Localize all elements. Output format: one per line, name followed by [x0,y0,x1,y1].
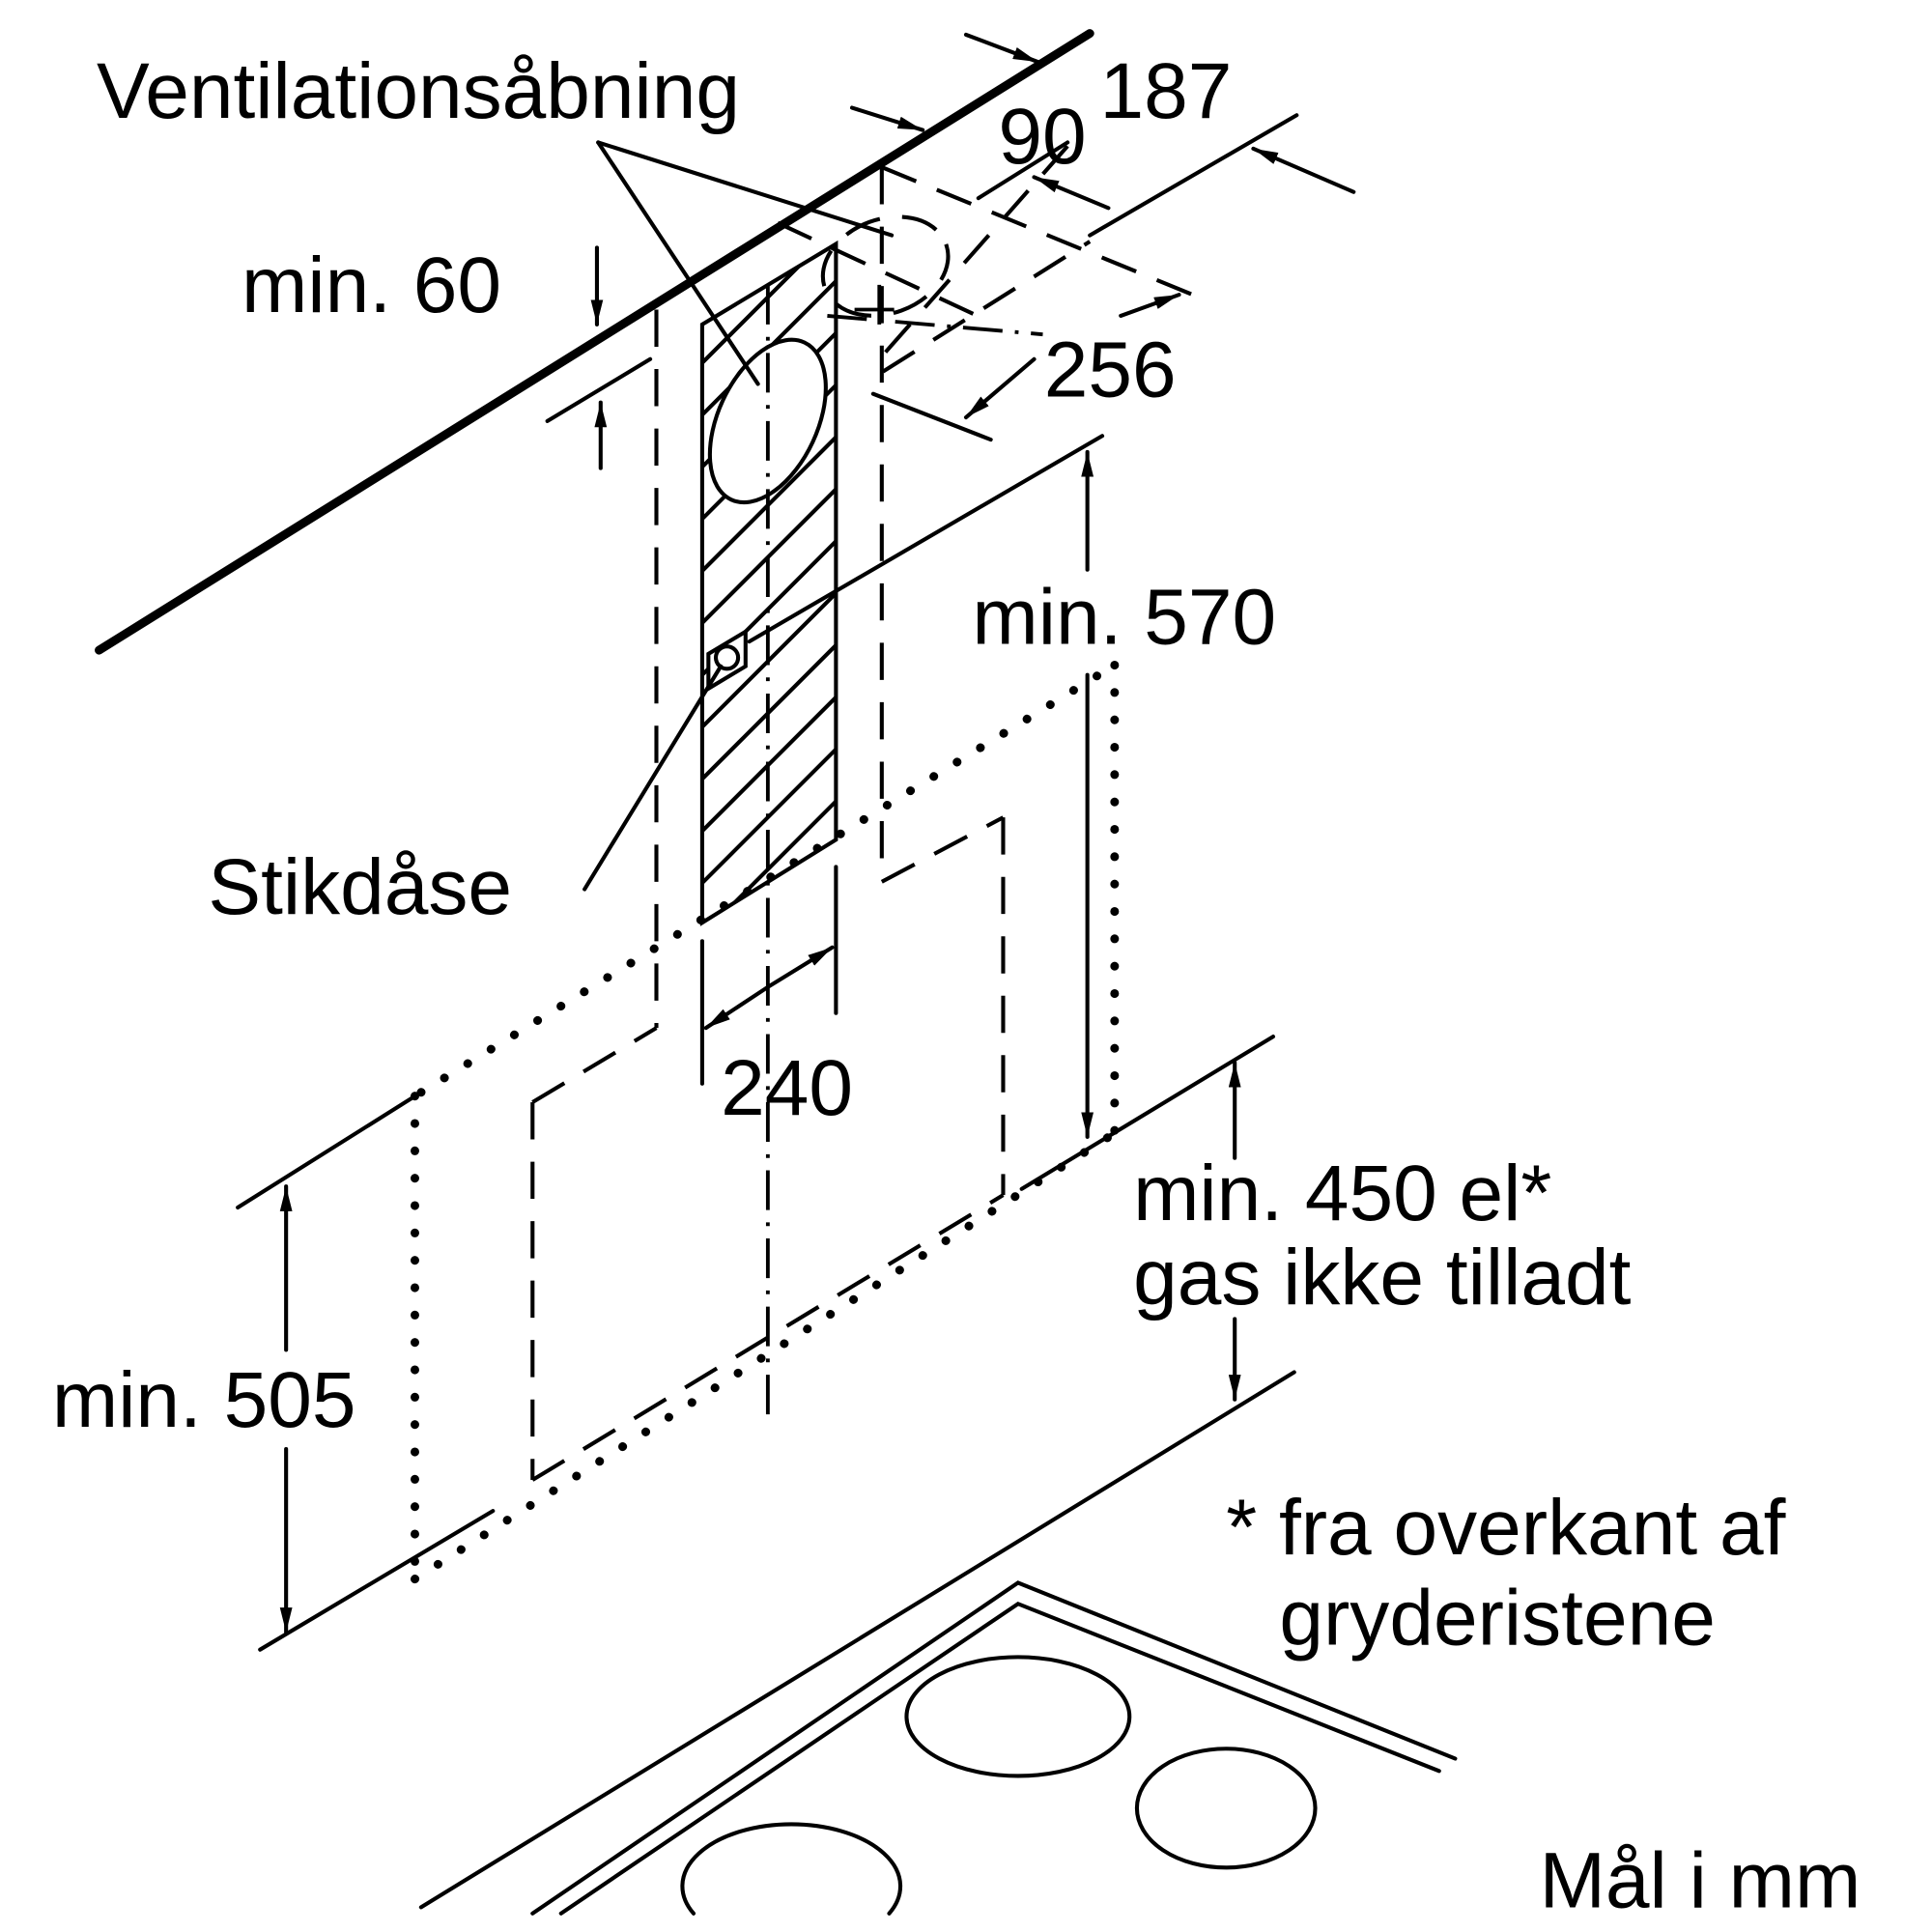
dimension-256 [870,293,1181,442]
hatch-line [701,728,837,894]
cooktop [530,1580,1458,1916]
dimension-min450 [418,1035,1296,1910]
footnote-line-1: * fra overkant af [1226,1484,1785,1572]
socket-leader [582,664,724,892]
burner-3 [680,1822,903,1916]
hatch-line [701,416,837,582]
hatch-line [701,243,837,374]
dimension-187 [963,32,1356,238]
hatch-line [701,677,837,841]
label-ventilation-opening: Ventilationsåbning [97,47,740,135]
label-gas-not-allowed: gas ikke tilladt [1133,1234,1632,1321]
label-dim-187: 187 [1099,47,1232,135]
label-dim-256: 256 [1044,326,1177,413]
ventilation-leaders [596,140,895,386]
label-dim-240: 240 [721,1044,853,1132]
burner-2 [1134,1747,1318,1870]
label-min-505: min. 505 [52,1356,356,1444]
label-min-60: min. 60 [242,242,501,329]
label-min-570: min. 570 [972,574,1276,662]
label-min-450: min. 450 el* [1133,1150,1551,1237]
hood-outline-dotted [411,660,1120,1584]
label-units: Mål i mm [1540,1836,1861,1924]
footnote-line-2: gryderistene [1279,1575,1715,1662]
installation-zone [699,240,838,1425]
hatch-line [701,573,837,737]
dimension-90 [850,105,1111,211]
dimension-240 [699,865,838,1086]
dimension-min505 [236,1090,496,1652]
label-dim-90: 90 [998,93,1086,181]
dimension-min570 [747,434,1105,1139]
hatch-line [701,625,837,789]
ceiling-wall-edge [95,29,1094,655]
hood-outline-dashed [530,815,1006,1482]
hatch-line [701,469,837,634]
burner-1 [904,1655,1132,1778]
duct-outline-top [777,144,1200,867]
hatch-line [701,781,837,923]
dimension-min60 [545,245,653,470]
label-socket: Stikdåse [208,843,512,931]
